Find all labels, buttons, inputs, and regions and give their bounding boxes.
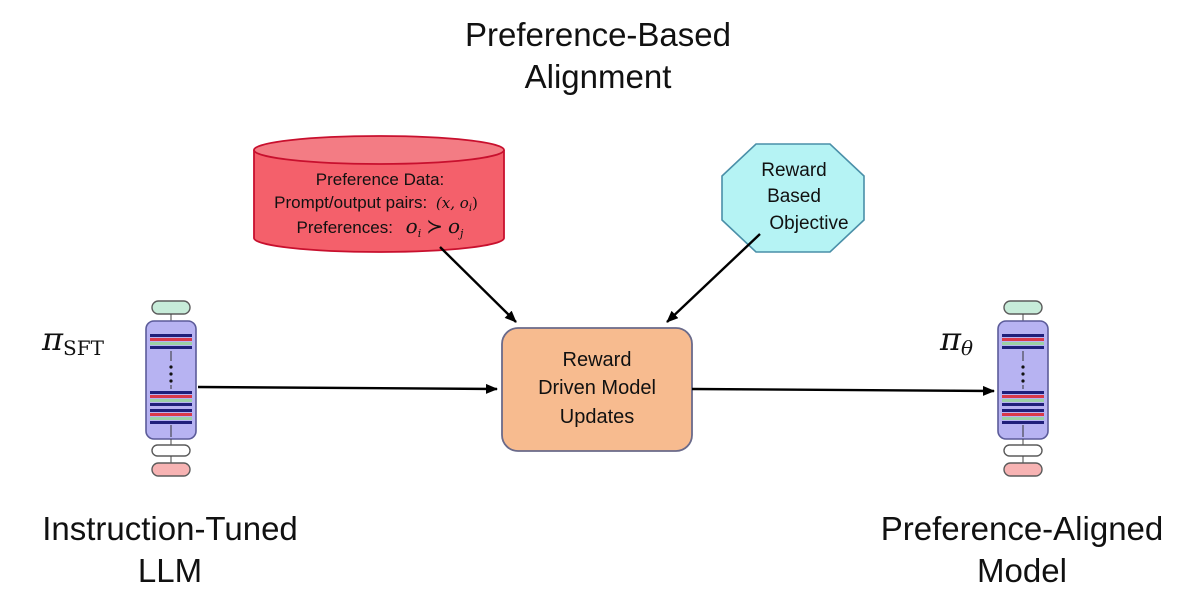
arrow-objective-to-center	[666, 233, 761, 323]
title-line1: Preference-Based	[465, 16, 731, 53]
objective-octagon	[721, 143, 865, 253]
right-model-symbol: πθ	[939, 320, 973, 360]
objective-line2: Based	[767, 186, 821, 207]
left-model-caption-line1: Instruction-Tuned	[42, 510, 298, 547]
title-line2: Alignment	[525, 58, 672, 95]
right-model-caption-line2: Model	[977, 552, 1067, 589]
arrow-left-model-to-center	[197, 383, 498, 394]
left-model-caption-line2: LLM	[138, 552, 202, 589]
preference-data-line3: Preferences: oi≻oj	[297, 214, 465, 240]
preference-data-line2: Prompt/output pairs: (x, oi)	[274, 193, 478, 214]
left-model-stack	[145, 300, 197, 477]
center-box-line2: Driven Model	[538, 377, 656, 399]
left-model-symbol: πSFT	[41, 320, 105, 360]
right-model-caption-line1: Preference-Aligned	[881, 510, 1164, 547]
objective-line1: Reward	[761, 160, 826, 181]
preference-data-cylinder	[253, 135, 505, 253]
arrow-data-to-center	[439, 246, 517, 323]
preference-data-line1: Preference Data:	[316, 170, 445, 189]
arrow-center-to-right-model	[691, 385, 995, 396]
objective-line3: Objective	[769, 213, 848, 234]
center-box-line3: Updates	[560, 406, 635, 428]
center-box-line1: Reward	[563, 349, 632, 371]
right-model-stack	[997, 300, 1049, 477]
